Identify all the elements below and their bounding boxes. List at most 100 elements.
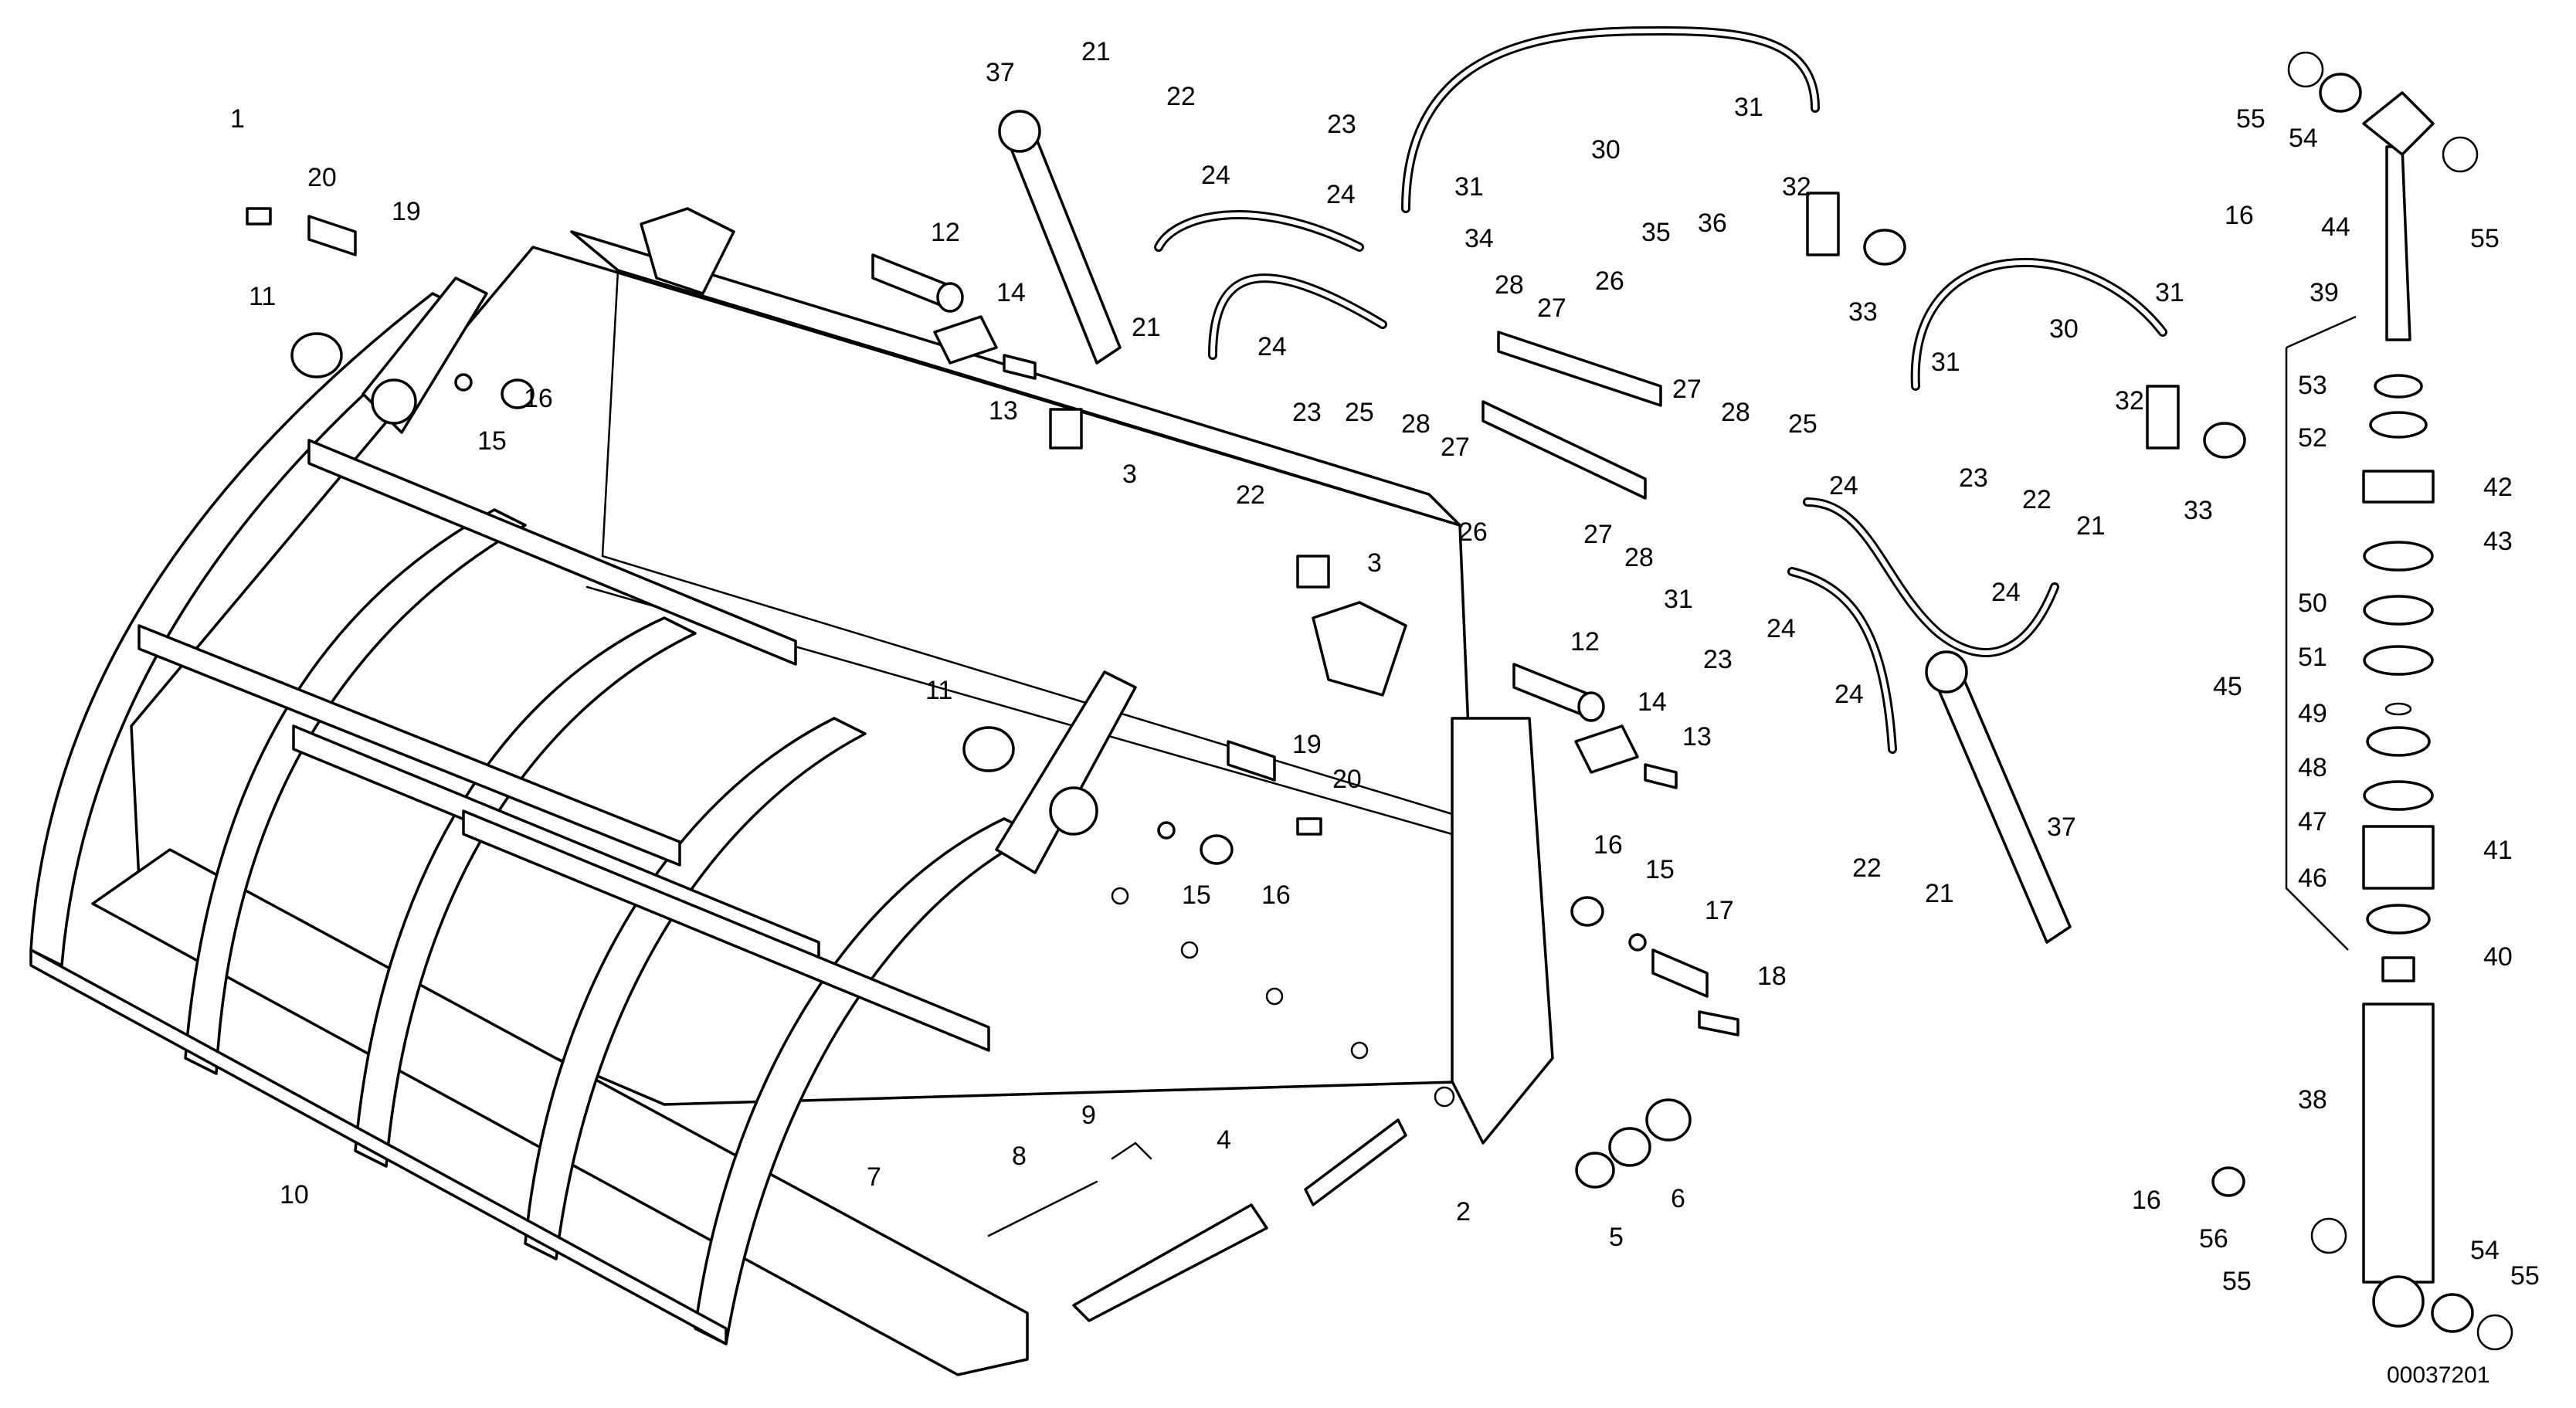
callout-30b: 30 — [2049, 314, 2079, 344]
callout-11: 11 — [249, 282, 276, 311]
callout-8: 8 — [1012, 1142, 1027, 1171]
callout-55d: 55 — [2510, 1261, 2540, 1291]
callout-7: 7 — [867, 1162, 881, 1192]
callout-labels: 1 20 19 11 16 15 10 37 21 22 23 24 12 14… — [230, 37, 2540, 1388]
callout-22c: 22 — [2022, 485, 2052, 514]
callout-12b: 12 — [1570, 627, 1600, 657]
callout-14b: 14 — [1638, 687, 1667, 717]
callout-37: 37 — [986, 58, 1015, 87]
callout-40: 40 — [2483, 942, 2513, 972]
callout-44: 44 — [2321, 212, 2350, 242]
callout-54b: 54 — [2470, 1236, 2500, 1265]
callout-3b: 3 — [1367, 548, 1382, 578]
callout-6: 6 — [1671, 1184, 1685, 1213]
callout-16c: 16 — [1593, 830, 1623, 860]
callout-13b: 13 — [1682, 722, 1712, 751]
callout-5: 5 — [1609, 1223, 1624, 1252]
callout-38: 38 — [2298, 1085, 2327, 1115]
callout-16b: 16 — [1261, 880, 1291, 910]
callout-52: 52 — [2298, 423, 2327, 453]
callout-45: 45 — [2213, 672, 2242, 701]
callout-27: 27 — [1441, 433, 1470, 462]
grapple-tines — [29, 292, 1037, 1345]
callout-54: 54 — [2289, 124, 2318, 153]
callout-31c: 31 — [1664, 585, 1693, 614]
callout-24: 24 — [1201, 161, 1230, 190]
callout-30: 30 — [1591, 135, 1621, 165]
callout-55b: 55 — [2470, 224, 2500, 253]
callout-24g: 24 — [1834, 680, 1864, 709]
callout-55: 55 — [2236, 104, 2265, 134]
callout-11b: 11 — [925, 676, 952, 705]
callout-32: 32 — [1782, 172, 1811, 202]
callout-12: 12 — [931, 218, 960, 247]
callout-31: 31 — [1734, 93, 1763, 122]
callout-21d: 21 — [1925, 879, 1954, 908]
callout-28b: 28 — [1495, 270, 1524, 300]
callout-16e: 16 — [2132, 1186, 2161, 1215]
callout-37b: 37 — [2047, 813, 2076, 842]
callout-21b: 21 — [1132, 313, 1161, 342]
callout-48: 48 — [2298, 753, 2327, 782]
callout-27b: 27 — [1537, 293, 1566, 323]
callout-36: 36 — [1698, 209, 1727, 238]
callout-4: 4 — [1217, 1125, 1231, 1155]
callout-3: 3 — [1122, 460, 1137, 489]
callout-24e: 24 — [1991, 578, 2021, 607]
small-parts — [246, 207, 2245, 1322]
callout-55c: 55 — [2222, 1267, 2252, 1296]
callout-31b: 31 — [1454, 172, 1484, 202]
callout-34: 34 — [1464, 224, 1494, 253]
callout-53: 53 — [2298, 371, 2327, 400]
callout-24b: 24 — [1326, 180, 1356, 209]
callout-51: 51 — [2298, 643, 2327, 672]
callout-19: 19 — [392, 197, 421, 226]
callout-28c: 28 — [1721, 398, 1750, 427]
callout-26: 26 — [1595, 266, 1624, 296]
callout-28d: 28 — [1624, 543, 1654, 572]
callout-16d: 16 — [2225, 201, 2254, 230]
callout-10: 10 — [280, 1180, 309, 1210]
callout-22b: 22 — [1236, 480, 1265, 510]
callout-14: 14 — [996, 278, 1026, 307]
callout-20: 20 — [307, 163, 337, 192]
callout-15b: 15 — [1182, 880, 1211, 910]
callout-22d: 22 — [1852, 853, 1882, 883]
callout-18: 18 — [1757, 962, 1787, 991]
callout-24d: 24 — [1829, 471, 1858, 500]
document-number: 00037201 — [2387, 1362, 2489, 1388]
callout-27c: 27 — [1672, 375, 1702, 404]
callout-23b: 23 — [1292, 398, 1322, 427]
callout-15: 15 — [477, 426, 507, 456]
callout-31d: 31 — [2155, 278, 2184, 307]
callout-25b: 25 — [1788, 409, 1817, 439]
callout-41: 41 — [2483, 836, 2513, 865]
callout-26b: 26 — [1458, 517, 1488, 547]
callout-27d: 27 — [1583, 520, 1613, 549]
callout-31e: 31 — [1931, 348, 1960, 377]
callout-33b: 33 — [2184, 496, 2213, 525]
callout-21c: 21 — [2076, 511, 2106, 541]
callout-35: 35 — [1641, 218, 1671, 247]
callout-32b: 32 — [2115, 386, 2144, 416]
callout-15c: 15 — [1645, 855, 1675, 884]
tilt-cylinders — [998, 110, 2072, 944]
callout-39: 39 — [2310, 278, 2339, 307]
callout-56: 56 — [2199, 1224, 2228, 1254]
callout-25: 25 — [1345, 398, 1374, 427]
callout-23d: 23 — [1703, 645, 1733, 674]
callout-22: 22 — [1166, 82, 1196, 111]
callout-50: 50 — [2298, 589, 2327, 618]
callout-23c: 23 — [1959, 463, 1988, 493]
callout-9: 9 — [1081, 1101, 1096, 1130]
callout-20b: 20 — [1332, 765, 1362, 794]
callout-47: 47 — [2298, 807, 2327, 836]
callout-17: 17 — [1705, 896, 1734, 925]
hydraulic-hoses — [1154, 25, 2246, 754]
callout-42: 42 — [2483, 473, 2513, 502]
callout-49: 49 — [2298, 699, 2327, 728]
callout-43: 43 — [2483, 527, 2513, 556]
callout-1: 1 — [230, 104, 245, 134]
exploded-cylinder — [2285, 51, 2513, 1351]
